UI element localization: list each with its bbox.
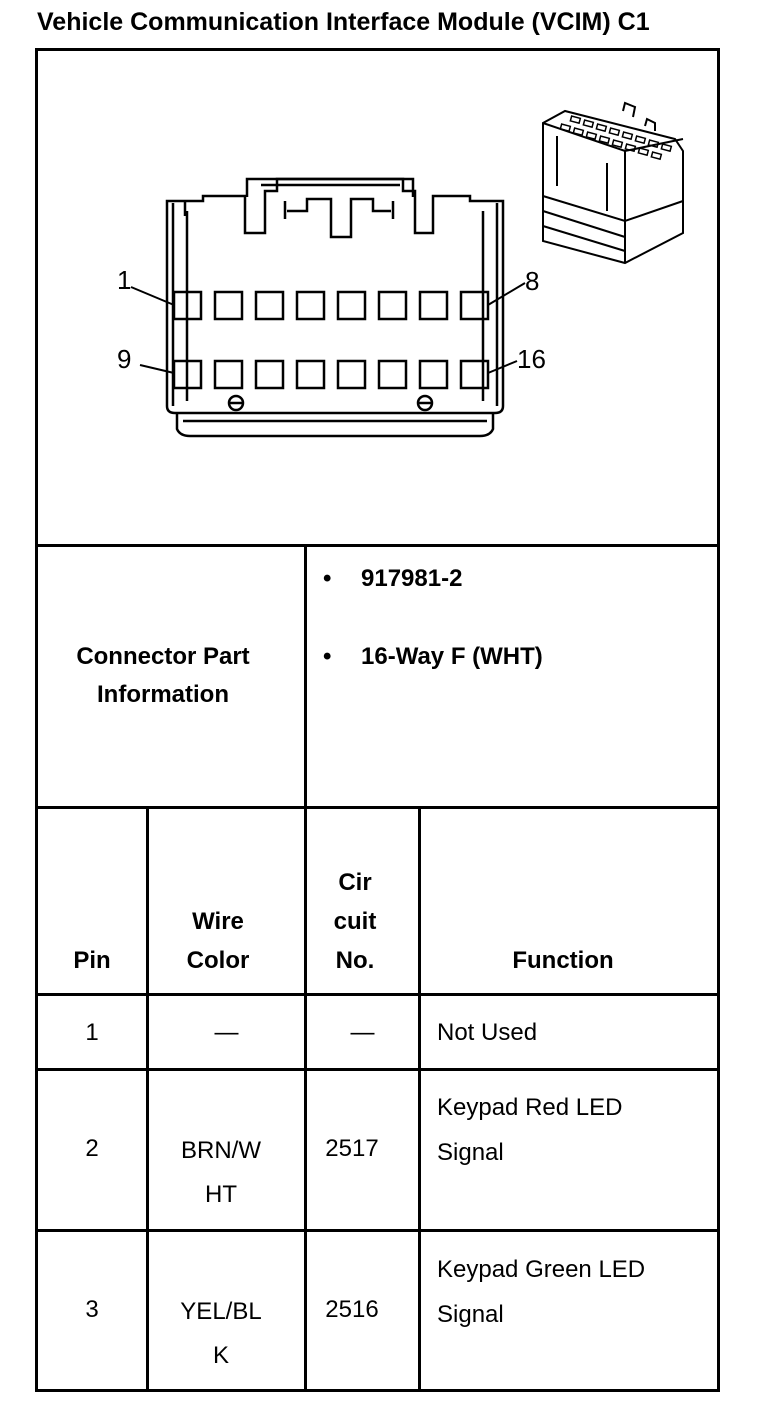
connector-diagram: 1 8 9 16 [117,101,684,438]
header-circuit-no: Cir cuit No. [333,869,377,974]
pin-callout-9: 9 [117,344,131,374]
table-row-3-circuit-no: 2516 [325,1296,379,1323]
table-row-3-wire-color: YEL/BLK [180,1298,262,1369]
table-row-1-circuit-no: — [350,1019,375,1046]
connector-sheet [35,48,720,1391]
divider [418,806,421,1391]
divider [304,806,307,1391]
table-row-3-function: Keypad Green LED Signal [437,1256,646,1328]
table-row-1-function: Not Used [437,1019,538,1046]
divider [35,1068,720,1071]
table-row-2-pin: 2 [85,1135,99,1162]
connector-description: 16-Way F (WHT) [361,643,543,670]
divider [35,1229,720,1232]
pin-callout-16: 16 [517,344,546,374]
connector-info-item: • 917981-2 [323,565,462,593]
table-row-3-pin: 3 [85,1296,99,1323]
header-pin: Pin [73,947,111,974]
connector-info-label: Connector Part Information [76,643,250,708]
divider [35,993,720,996]
table-row-1-wire-color: — [214,1019,239,1046]
bullet-icon: • [323,565,332,592]
page-title: Vehicle Communication Interface Module (… [37,8,650,36]
divider [35,806,720,809]
header-function: Function [512,947,614,974]
divider [304,544,307,806]
table-row-2-wire-color: BRN/WHT [181,1137,261,1208]
pin-callout-8: 8 [525,266,539,296]
connector-info-item: • 16-Way F (WHT) [323,643,543,671]
table-row-2-function: Keypad Red LED Signal [437,1094,623,1166]
connector-iso-view [542,101,684,265]
cavity-grid [172,290,490,390]
divider [35,1389,720,1392]
bullet-icon: • [323,643,332,670]
table-row-2-circuit-no: 2517 [325,1135,379,1162]
pin-callout-1: 1 [117,265,131,295]
divider [146,806,149,1391]
header-wire-color: Wire Color [186,908,250,974]
divider [35,544,720,547]
connector-face-view [165,177,505,438]
table-row-1-pin: 1 [85,1019,99,1046]
part-number: 917981-2 [361,565,463,592]
